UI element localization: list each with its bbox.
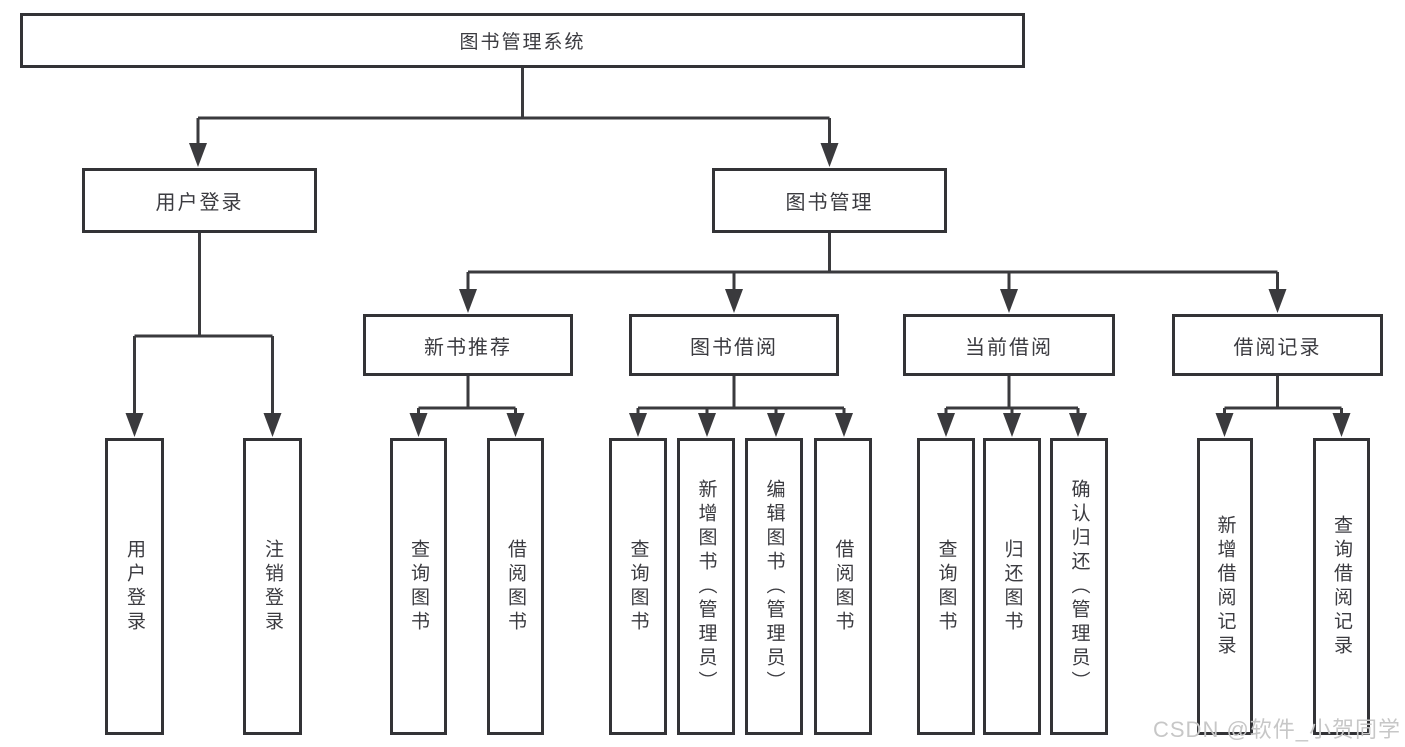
- connector-root: [189, 68, 839, 167]
- node-book-borrow: 图书借阅: [629, 314, 839, 376]
- connector-book-management: [459, 233, 1287, 313]
- leaf-edit-books-admin: 编辑图书（管理员）: [745, 438, 803, 735]
- connector-borrow-record: [1215, 376, 1351, 437]
- csdn-watermark: CSDN @软件_小贺同学: [1153, 717, 1402, 742]
- connector-book-borrow: [629, 376, 853, 437]
- leaf-confirm-return-admin: 确认归还（管理员）: [1050, 438, 1108, 735]
- node-label: 归还图书: [1001, 538, 1023, 635]
- node-label: 当前借阅: [965, 336, 1053, 359]
- node-label: 用户登录: [155, 192, 244, 214]
- node-label: 借阅图书: [832, 538, 854, 635]
- node-book-management: 图书管理: [712, 168, 947, 233]
- leaf-borrow-books: 借阅图书: [814, 438, 872, 735]
- node-label: 新增图书（管理员）: [695, 478, 717, 695]
- leaf-user-login: 用户登录: [105, 438, 164, 735]
- connector-current-borrow: [937, 376, 1087, 437]
- leaf-borrow-books-recommend: 借阅图书: [487, 438, 544, 735]
- node-label: 编辑图书（管理员）: [763, 478, 785, 695]
- node-borrow-record: 借阅记录: [1172, 314, 1383, 376]
- leaf-query-books-current: 查询图书: [917, 438, 975, 735]
- node-label: 查询图书: [408, 538, 429, 635]
- leaf-query-borrow-record: 查询借阅记录: [1313, 438, 1370, 735]
- node-label: 借阅记录: [1233, 336, 1322, 359]
- node-label: 注销登录: [262, 538, 283, 635]
- node-label: 图书管理: [785, 192, 874, 214]
- connector-user-login: [125, 233, 282, 437]
- connector-new-book: [409, 376, 525, 437]
- node-label: 查询图书: [627, 538, 649, 635]
- node-label: 用户登录: [124, 538, 145, 635]
- leaf-return-books: 归还图书: [983, 438, 1041, 735]
- node-label: 查询借阅记录: [1331, 514, 1352, 659]
- node-label: 确认归还（管理员）: [1068, 478, 1090, 695]
- node-label: 新增借阅记录: [1214, 514, 1236, 659]
- node-label: 图书借阅: [690, 336, 778, 359]
- node-library-management-system: 图书管理系统: [20, 13, 1025, 68]
- node-label: 查询图书: [935, 538, 957, 635]
- node-current-borrow: 当前借阅: [903, 314, 1115, 376]
- leaf-logout: 注销登录: [243, 438, 302, 735]
- leaf-query-books-recommend: 查询图书: [390, 438, 447, 735]
- leaf-query-books-borrow: 查询图书: [609, 438, 667, 735]
- node-label: 新书推荐: [424, 336, 512, 359]
- leaf-add-borrow-record: 新增借阅记录: [1197, 438, 1253, 735]
- leaf-add-books-admin: 新增图书（管理员）: [677, 438, 735, 735]
- node-new-book-recommend: 新书推荐: [363, 314, 573, 376]
- node-user-login: 用户登录: [82, 168, 317, 233]
- node-label: 图书管理系统: [459, 32, 586, 53]
- node-label: 借阅图书: [505, 538, 526, 635]
